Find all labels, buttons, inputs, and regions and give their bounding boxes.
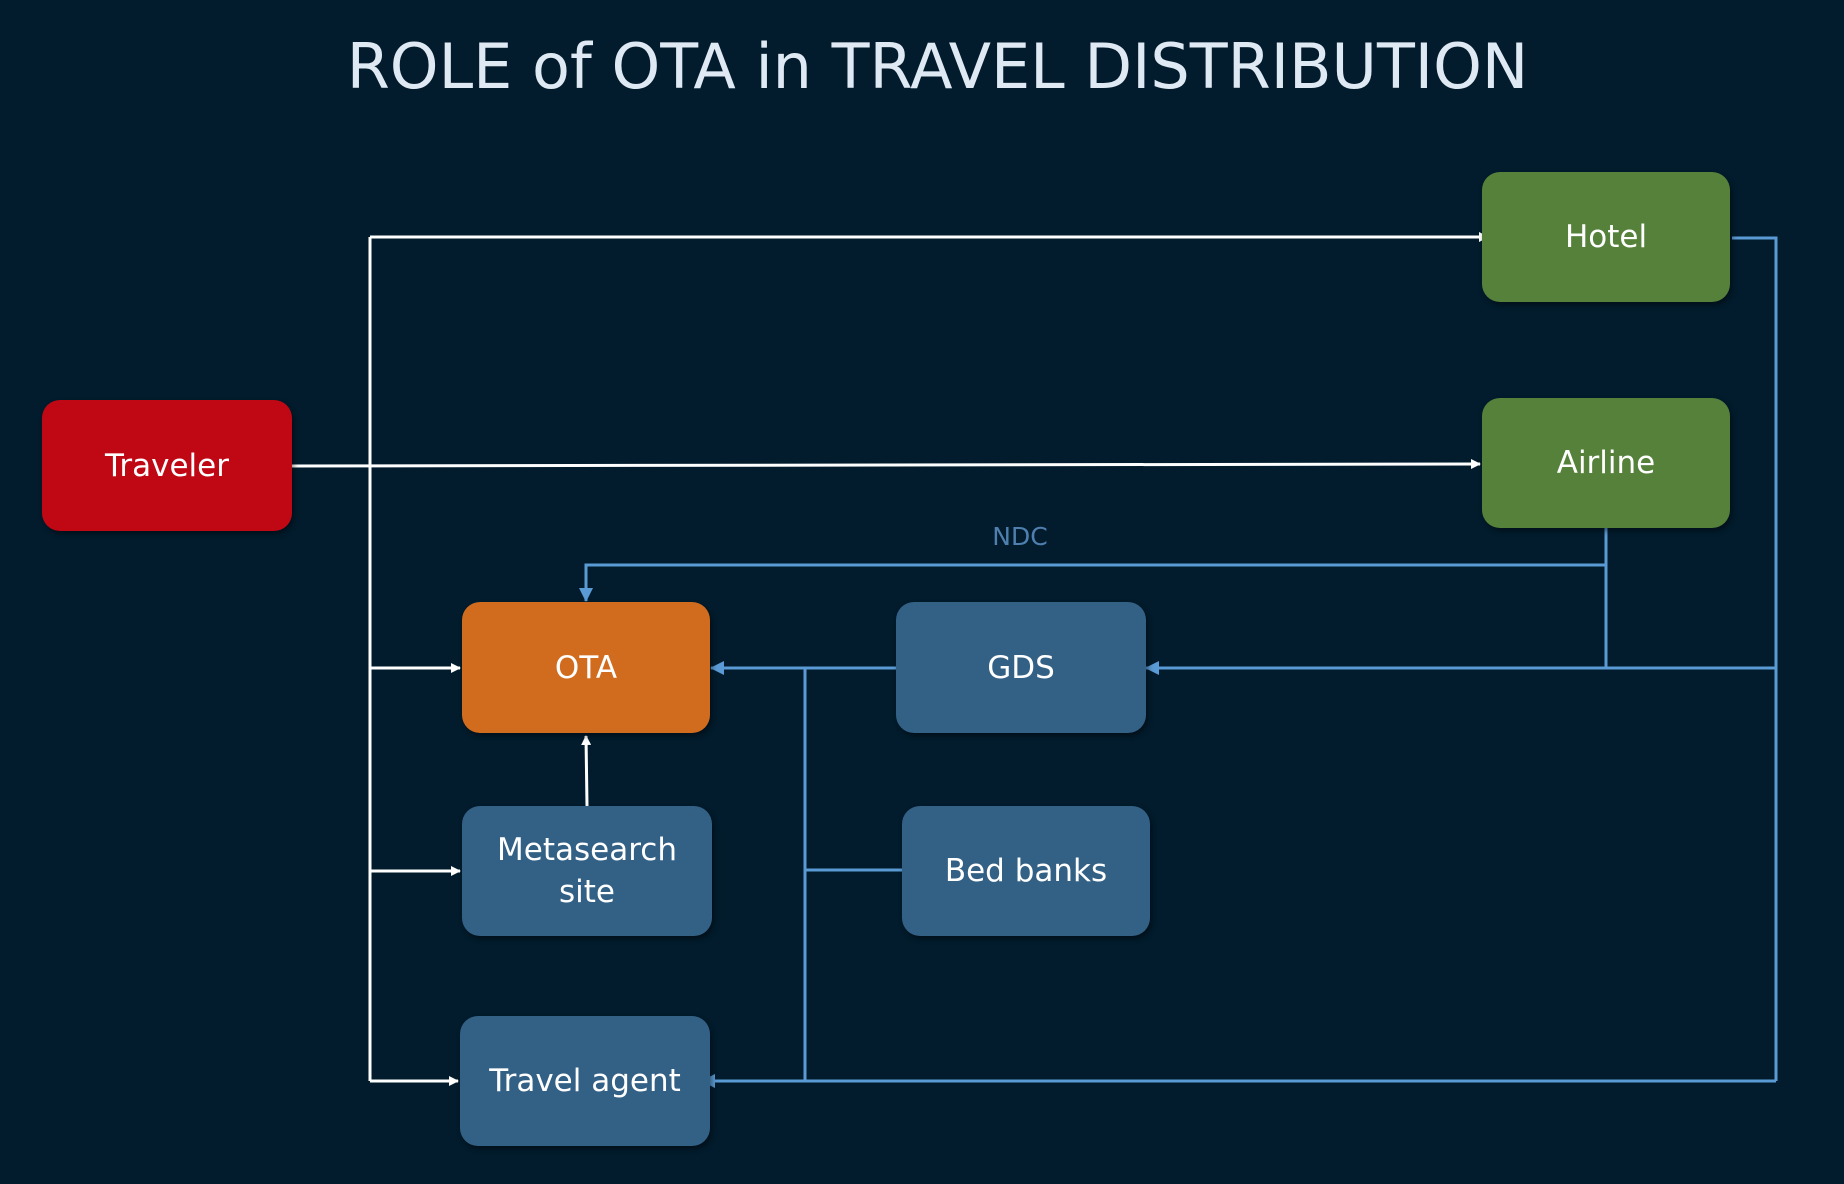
ndc-label: NDC [992,522,1048,551]
edge-metasearch-to-ota [581,735,592,807]
travel-agent-label: Travel agent [489,1063,681,1099]
travel-agent-node: Travel agent [460,1016,710,1146]
edge-airline-to-ota-ndc [579,563,1606,602]
metasearch-label-line2: site [558,874,615,910]
gds-label: GDS [987,649,1055,686]
traveler-node: Traveler [42,400,292,531]
hotel-label: Hotel [1564,219,1648,255]
metasearch-node: Metasearch site [462,806,712,936]
hotel-node: Hotel [1482,172,1730,302]
diagram-title: ROLE of OTA in TRAVEL DISTRIBUTION [346,30,1529,103]
gds-node: GDS [896,602,1146,733]
airline-node: Airline [1482,398,1730,528]
edge-traveler-to-airline [283,459,1481,470]
edge-hotel-supply-line [1732,236,1778,1081]
traveler-label: Traveler [105,447,229,484]
ota-node: OTA [462,602,710,733]
bed-banks-node: Bed banks [902,806,1150,936]
metasearch-label-line1: Metasearch [497,832,677,868]
bed-banks-label: Bed banks [944,853,1108,889]
airline-label: Airline [1556,445,1656,481]
ota-label: OTA [554,649,618,686]
